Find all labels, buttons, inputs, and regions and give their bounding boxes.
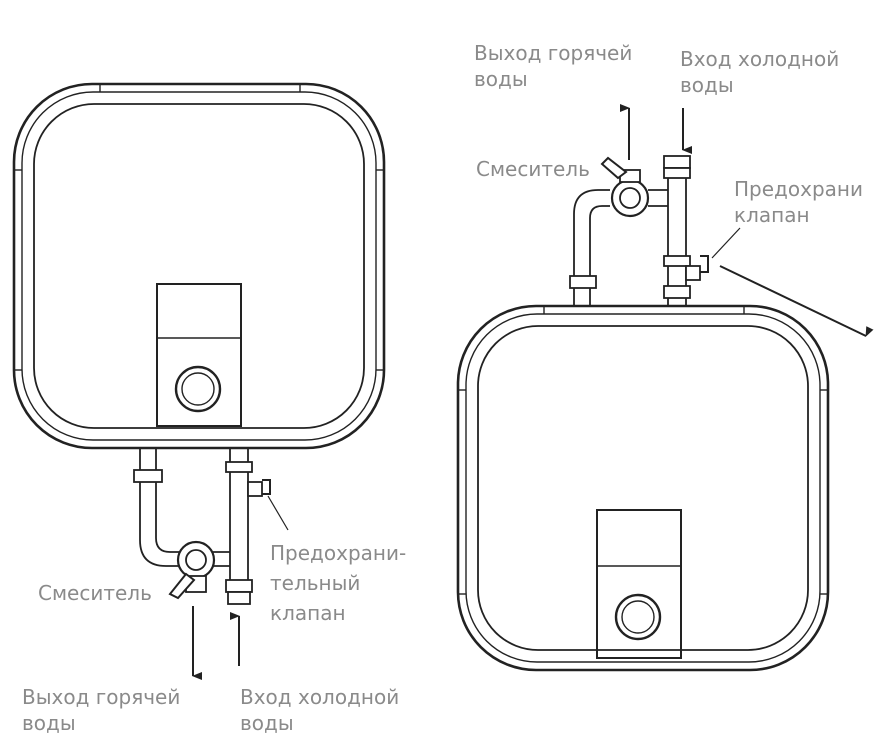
right-drain-arrow (719, 265, 874, 337)
left-safety-valve (247, 479, 289, 531)
right-control-panel (596, 509, 682, 659)
left-heater-outer-frame (12, 82, 386, 450)
right-hot-pipe (573, 189, 610, 306)
right-thermostat-knob (614, 593, 662, 641)
left-water-heater (12, 82, 386, 450)
left-pipework (133, 448, 289, 605)
left-control-panel (156, 283, 242, 427)
right-pipework (569, 155, 741, 306)
right-heater-body (477, 325, 809, 651)
left-thermostat-knob (174, 365, 222, 413)
left-mixer-valve (168, 540, 216, 600)
right-heater-frame-inner-line (465, 313, 821, 663)
right-mixer-valve (600, 156, 650, 218)
right-heater-outer-frame (456, 304, 830, 672)
left-heater-body (33, 103, 365, 429)
right-mixer-label: Смеситель (476, 157, 590, 181)
left-hot-pipe (139, 448, 180, 567)
left-heater-frame-inner-line (21, 91, 377, 441)
left-mixer-label: Смеситель (38, 581, 152, 605)
right-water-heater (456, 304, 830, 672)
right-safety-valve (685, 227, 741, 281)
